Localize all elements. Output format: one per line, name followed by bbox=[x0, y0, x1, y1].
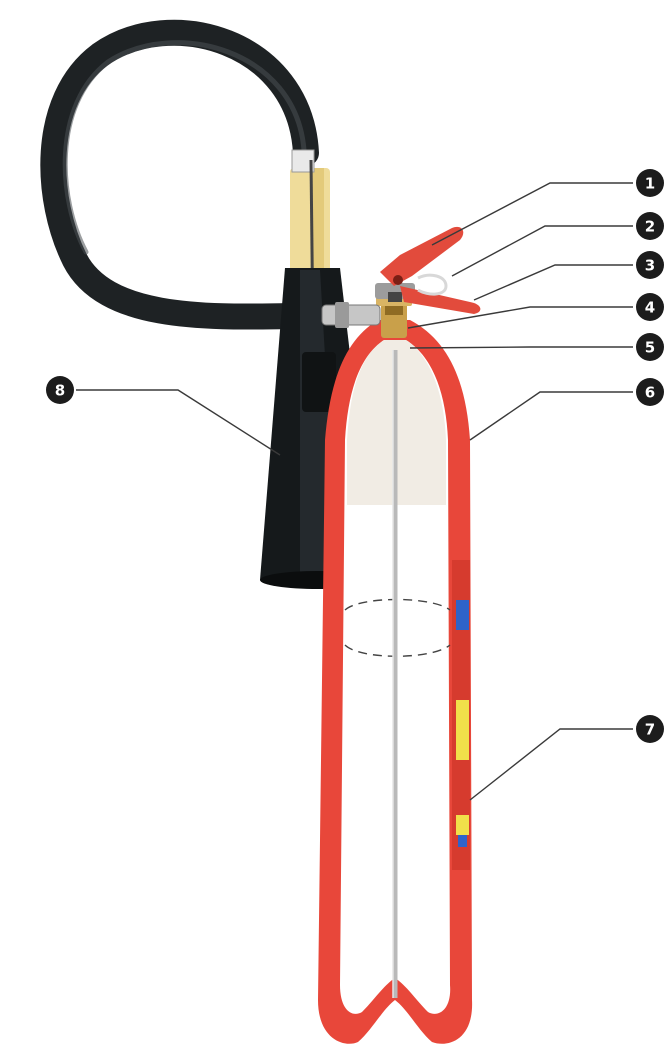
leader-8 bbox=[76, 390, 280, 455]
callout-4: 4 bbox=[636, 293, 664, 321]
callout-2-label: 2 bbox=[645, 218, 655, 236]
callout-3: 3 bbox=[636, 251, 664, 279]
siphon-tube bbox=[393, 350, 395, 998]
leader-5 bbox=[410, 347, 633, 348]
discharge-hose bbox=[53, 33, 323, 331]
callout-6: 6 bbox=[636, 378, 664, 406]
callout-2: 2 bbox=[636, 212, 664, 240]
callout-5: 5 bbox=[636, 333, 664, 361]
callout-1: 1 bbox=[636, 169, 664, 197]
leader-6 bbox=[470, 392, 633, 440]
callout-3-label: 3 bbox=[645, 257, 655, 275]
callout-6-label: 6 bbox=[645, 384, 655, 402]
callout-1-label: 1 bbox=[645, 175, 655, 193]
callout-7: 7 bbox=[636, 715, 664, 743]
callout-7-label: 7 bbox=[645, 721, 655, 739]
callout-8-label: 8 bbox=[55, 382, 65, 400]
leader-4 bbox=[408, 307, 633, 328]
leader-3 bbox=[474, 265, 633, 300]
callout-5-label: 5 bbox=[645, 339, 655, 357]
callout-8: 8 bbox=[46, 376, 74, 404]
leader-2 bbox=[452, 226, 633, 276]
leader-7 bbox=[470, 729, 633, 800]
callout-4-label: 4 bbox=[645, 299, 655, 317]
